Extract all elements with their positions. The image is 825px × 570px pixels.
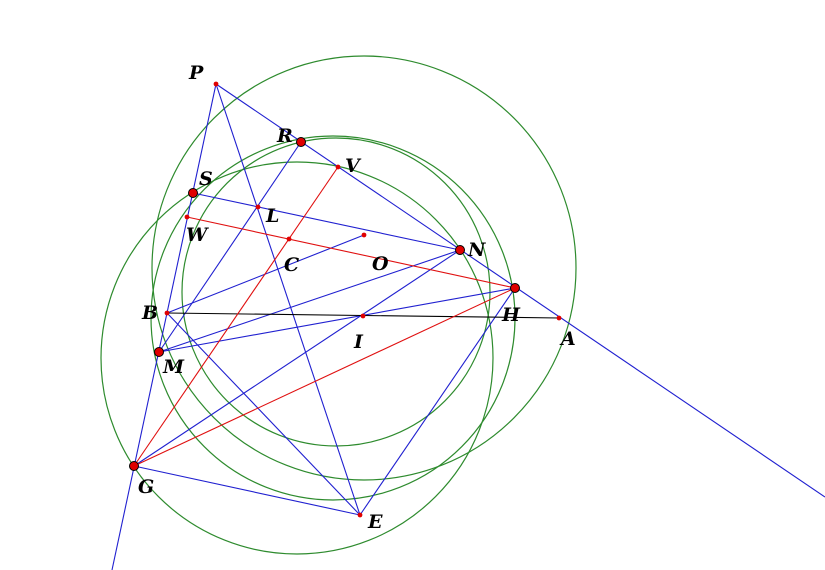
segment-g-e: [133, 465, 361, 516]
label-c: C: [284, 254, 299, 276]
circle-large: [151, 55, 577, 481]
point-c: [286, 236, 292, 242]
highlighted-points-group: [129, 137, 520, 471]
segment-g-n: [133, 249, 461, 467]
point-r: [296, 137, 306, 147]
label-b: B: [141, 302, 158, 324]
label-r: R: [276, 125, 293, 147]
segment-g-v: [133, 166, 339, 467]
point-g: [129, 461, 139, 471]
line-p-a-extended: [215, 83, 825, 498]
point-p: [213, 81, 219, 87]
label-p: P: [188, 62, 204, 84]
point-b: [164, 310, 170, 316]
segment-g-h: [133, 287, 516, 467]
label-e: E: [367, 511, 383, 533]
blue-lines-group: [111, 83, 825, 570]
label-m: M: [162, 356, 185, 378]
label-n: N: [467, 239, 486, 261]
label-o: O: [372, 253, 389, 275]
segment-b-e: [166, 312, 361, 516]
point-o: [361, 232, 367, 238]
segment-m-h: [158, 287, 516, 353]
label-a: A: [559, 328, 576, 350]
point-a: [556, 315, 562, 321]
point-v: [335, 164, 341, 170]
point-m: [154, 347, 164, 357]
label-i: I: [353, 331, 364, 353]
segment-p-e: [215, 83, 361, 516]
label-s: S: [199, 168, 213, 190]
label-h: H: [501, 304, 521, 326]
labels-group: P R V S L W C O N B H A I M G E: [138, 62, 576, 533]
small-points-group: [164, 81, 562, 518]
point-s: [188, 188, 198, 198]
label-g: G: [138, 476, 154, 498]
red-lines-group: [133, 166, 516, 467]
circle-lower-left: [100, 161, 494, 555]
point-n: [455, 245, 465, 255]
segment-r-m: [158, 141, 302, 353]
label-l: L: [265, 205, 279, 227]
segment-s-n: [192, 192, 461, 251]
point-e: [357, 512, 363, 518]
point-l: [255, 204, 261, 210]
segment-m-n: [158, 249, 461, 353]
circle-middle: [150, 135, 516, 501]
segment-w-h: [186, 216, 516, 289]
label-v: V: [345, 155, 362, 177]
line-p-g-extended: [111, 83, 217, 570]
point-i: [360, 313, 366, 319]
point-w: [184, 214, 190, 220]
label-w: W: [186, 224, 209, 246]
segment-e-h: [359, 287, 516, 516]
point-h: [510, 283, 520, 293]
